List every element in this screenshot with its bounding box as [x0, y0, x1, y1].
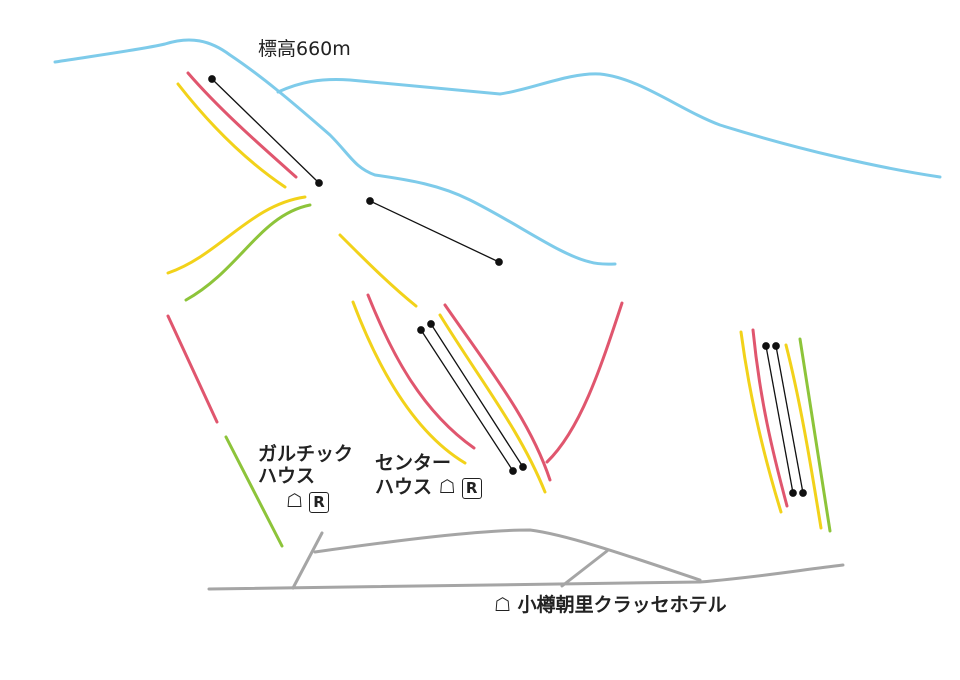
course-intermediate: [784, 343, 823, 530]
restaurant-badge: R: [309, 492, 330, 513]
lift-station: [315, 179, 323, 187]
course-expert: [545, 301, 624, 464]
lift-station: [762, 342, 770, 350]
ski-lift: [369, 200, 500, 263]
ridge-line: [53, 38, 617, 266]
course-intermediate: [739, 330, 783, 514]
elevation-label: 標高660m: [258, 38, 351, 60]
facility-name: ハウス: [258, 465, 316, 487]
course-intermediate: [438, 313, 547, 494]
course-expert: [751, 328, 789, 508]
lift-station: [366, 197, 374, 205]
facility-name: ハウス: [375, 476, 433, 498]
ski-lift: [775, 345, 804, 494]
course-intermediate: [338, 233, 418, 308]
lift-station: [495, 258, 503, 266]
ski-lift: [765, 345, 794, 494]
house-icon: ☖: [286, 490, 304, 512]
course-intermediate: [351, 300, 467, 465]
lift-station: [772, 342, 780, 350]
course-expert: [166, 314, 219, 424]
course-beginner: [224, 435, 284, 548]
road: [207, 563, 845, 591]
facility-center-house[interactable]: センター ハウス ☖R: [375, 452, 482, 499]
course-expert: [366, 293, 476, 450]
lift-station: [509, 467, 517, 475]
lift-station: [799, 489, 807, 497]
lift-station: [519, 463, 527, 471]
house-icon: ☖: [494, 594, 512, 616]
lift-station: [789, 489, 797, 497]
house-icon: ☖: [438, 476, 456, 498]
facility-name: センター: [375, 452, 452, 474]
ski-lift: [211, 78, 320, 184]
lift-station: [427, 320, 435, 328]
road: [560, 549, 609, 588]
restaurant-badge: R: [461, 478, 482, 499]
course-beginner: [184, 203, 312, 302]
course-intermediate: [166, 195, 307, 275]
lift-station: [208, 75, 216, 83]
course-expert: [443, 303, 552, 482]
road: [291, 531, 324, 590]
ski-lift: [430, 323, 524, 468]
ridge-line: [276, 72, 942, 179]
course-beginner: [798, 337, 832, 533]
lift-station: [417, 326, 425, 334]
road: [313, 528, 702, 582]
ski-lift: [420, 329, 514, 472]
hotel-name: 小樽朝里クラッセホテル: [517, 594, 727, 616]
course-expert: [186, 71, 298, 179]
course-intermediate: [176, 82, 287, 189]
facility-gulch-house[interactable]: ガルチック ハウス ☖R: [258, 443, 353, 513]
facility-name: ガルチック: [258, 443, 354, 465]
hotel-label[interactable]: ☖ 小樽朝里クラッセホテル: [494, 594, 727, 616]
